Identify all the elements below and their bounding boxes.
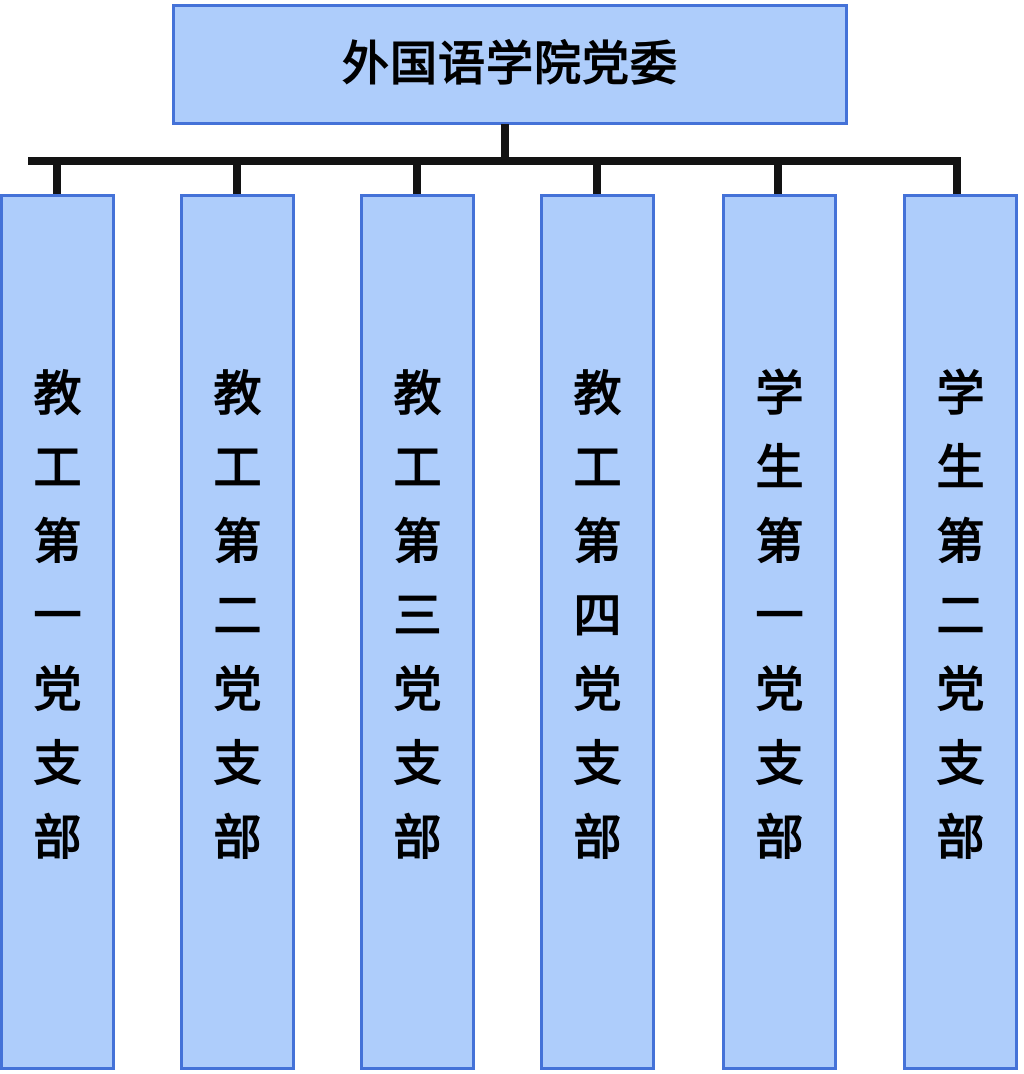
org-node-branch-5[interactable]: 学生第一党支部 [722,194,837,1070]
connector-horizontal-bus [28,157,846,165]
connector-drop-2 [233,157,241,197]
connector-drop-6 [953,157,961,197]
org-node-branch-4[interactable]: 教工第四党支部 [540,194,655,1070]
org-node-root[interactable]: 外国语学院党委 [172,4,848,125]
connector-root-stem [501,124,509,164]
org-node-branch-6[interactable]: 学生第二党支部 [903,194,1018,1070]
connector-drop-4 [593,157,601,197]
org-node-branch-1[interactable]: 教工第一党支部 [0,194,115,1070]
org-node-branch-4-label: 教工第四党支部 [573,366,622,866]
connector-drop-3 [413,157,421,197]
org-node-branch-2[interactable]: 教工第二党支部 [180,194,295,1070]
org-node-branch-1-label: 教工第一党支部 [33,366,82,866]
org-node-branch-5-label: 学生第一党支部 [755,366,804,866]
org-node-branch-2-label: 教工第二党支部 [213,366,262,866]
connector-drop-1 [53,157,61,197]
connector-horizontal-bus-extension [838,157,961,165]
org-node-root-label: 外国语学院党委 [342,37,678,92]
org-node-branch-6-label: 学生第二党支部 [936,366,985,866]
connector-drop-5 [774,157,782,197]
org-node-branch-3[interactable]: 教工第三党支部 [360,194,475,1070]
org-node-branch-3-label: 教工第三党支部 [393,366,442,866]
